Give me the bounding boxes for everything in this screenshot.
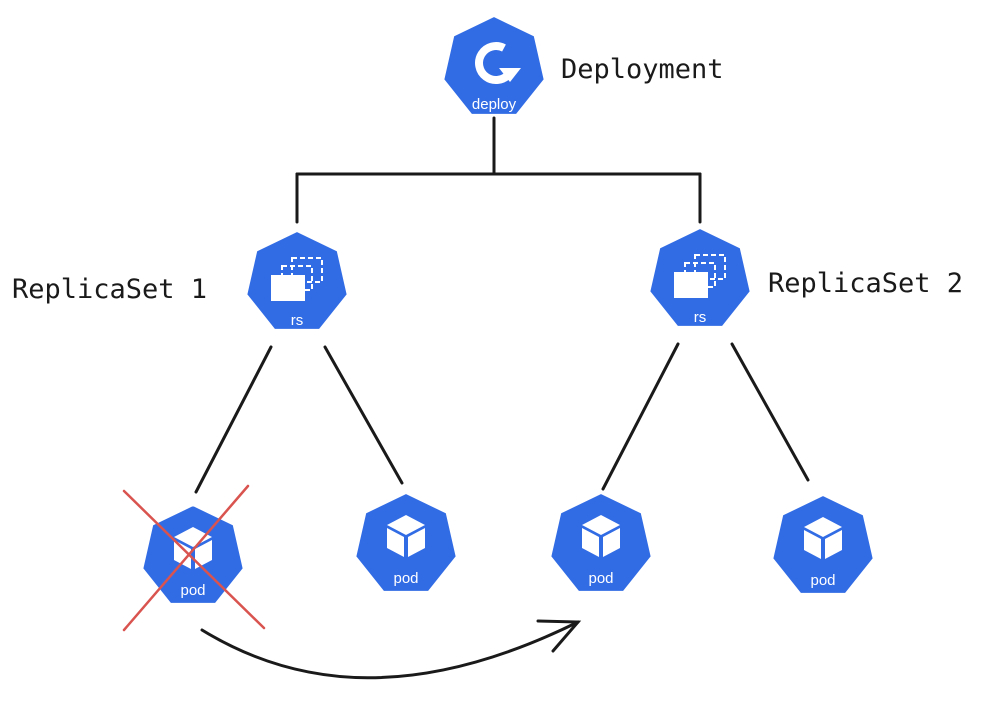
rs1-to-pod2-line xyxy=(323,345,404,485)
migration-arrow-curve xyxy=(200,620,580,680)
connector-lines xyxy=(194,116,810,494)
pod-1-node: pod xyxy=(141,504,245,605)
pod-4-node: pod xyxy=(771,494,875,595)
rs2-node-caption: rs xyxy=(694,309,707,326)
rs2-to-pod4-line xyxy=(730,342,810,482)
replicaset-1-label: ReplicaSet 1 xyxy=(12,274,207,305)
pod-3-node: pod xyxy=(549,492,653,593)
arrow-head-icon xyxy=(536,619,582,653)
replicaset-2-node: rs xyxy=(648,227,752,328)
rs2-to-pod3-line xyxy=(601,342,680,491)
deployment-label: Deployment xyxy=(561,54,724,85)
pod3-node-caption: pod xyxy=(588,570,613,587)
migration-arrow xyxy=(200,619,582,680)
pod-2-node: pod xyxy=(354,492,458,593)
pod1-node-caption: pod xyxy=(180,582,205,599)
rs1-to-pod1-line xyxy=(194,345,273,494)
deployment-node: deploy xyxy=(442,15,546,116)
rs1-node-caption: rs xyxy=(291,312,304,329)
pod4-node-caption: pod xyxy=(810,572,835,589)
refresh-icon xyxy=(475,42,521,84)
deploy-node-caption: deploy xyxy=(472,96,517,113)
pod2-node-caption: pod xyxy=(393,570,418,587)
deleted-cross-mark xyxy=(122,484,266,632)
replicaset-2-label: ReplicaSet 2 xyxy=(768,268,963,299)
replicaset-1-node: rs xyxy=(245,230,349,331)
